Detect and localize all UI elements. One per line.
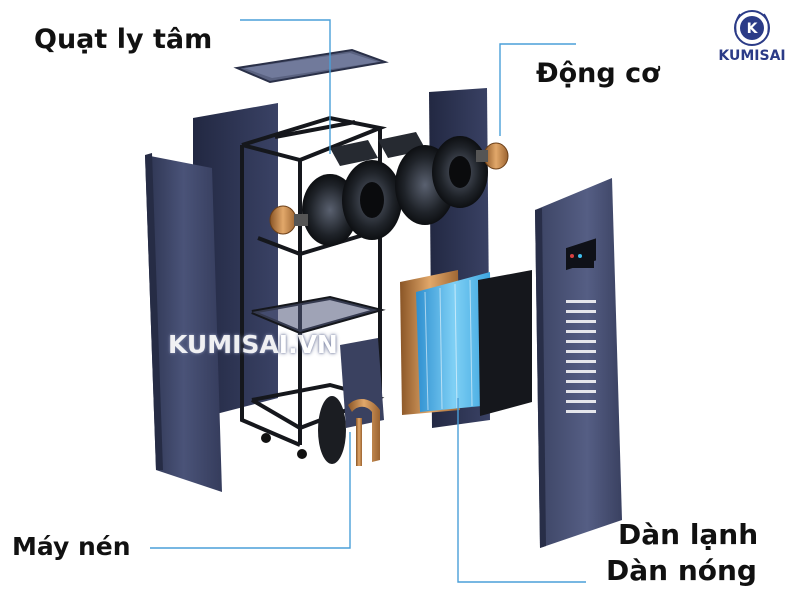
callout-line-motor	[499, 43, 576, 136]
fan-housing-left	[302, 140, 402, 246]
label-evaporator: Dàn lạnh	[618, 518, 759, 551]
watermark-text: KUMISAI.VN	[168, 330, 338, 359]
fan-housing-right	[378, 132, 488, 225]
filter-sheet	[478, 270, 532, 416]
brand-emblem-icon: K	[734, 10, 770, 46]
callout-line-fan	[240, 19, 331, 154]
top-filter-panel	[233, 48, 389, 84]
frame-shelf	[252, 298, 378, 332]
label-centrifugal-fan: Quạt ly tâm	[34, 24, 213, 55]
condenser-coil	[400, 270, 492, 415]
front-panel	[535, 178, 622, 548]
callout-lines	[150, 19, 586, 583]
brand-logo: K KUMISAI	[706, 8, 798, 68]
motor-left	[269, 205, 308, 235]
brand-name: KUMISAI	[718, 48, 786, 64]
label-condenser: Dàn nóng	[606, 554, 757, 587]
label-motor: Động cơ	[536, 58, 660, 89]
brand-mark: K	[747, 21, 759, 37]
callout-line-compressor	[150, 432, 351, 549]
vent-grille	[566, 300, 596, 413]
left-side-panel	[145, 153, 222, 492]
motor-right	[476, 142, 509, 170]
callout-line-coil	[457, 398, 586, 583]
label-compressor: Máy nén	[12, 532, 131, 561]
frame-casters	[261, 433, 307, 459]
compressor	[318, 396, 380, 466]
